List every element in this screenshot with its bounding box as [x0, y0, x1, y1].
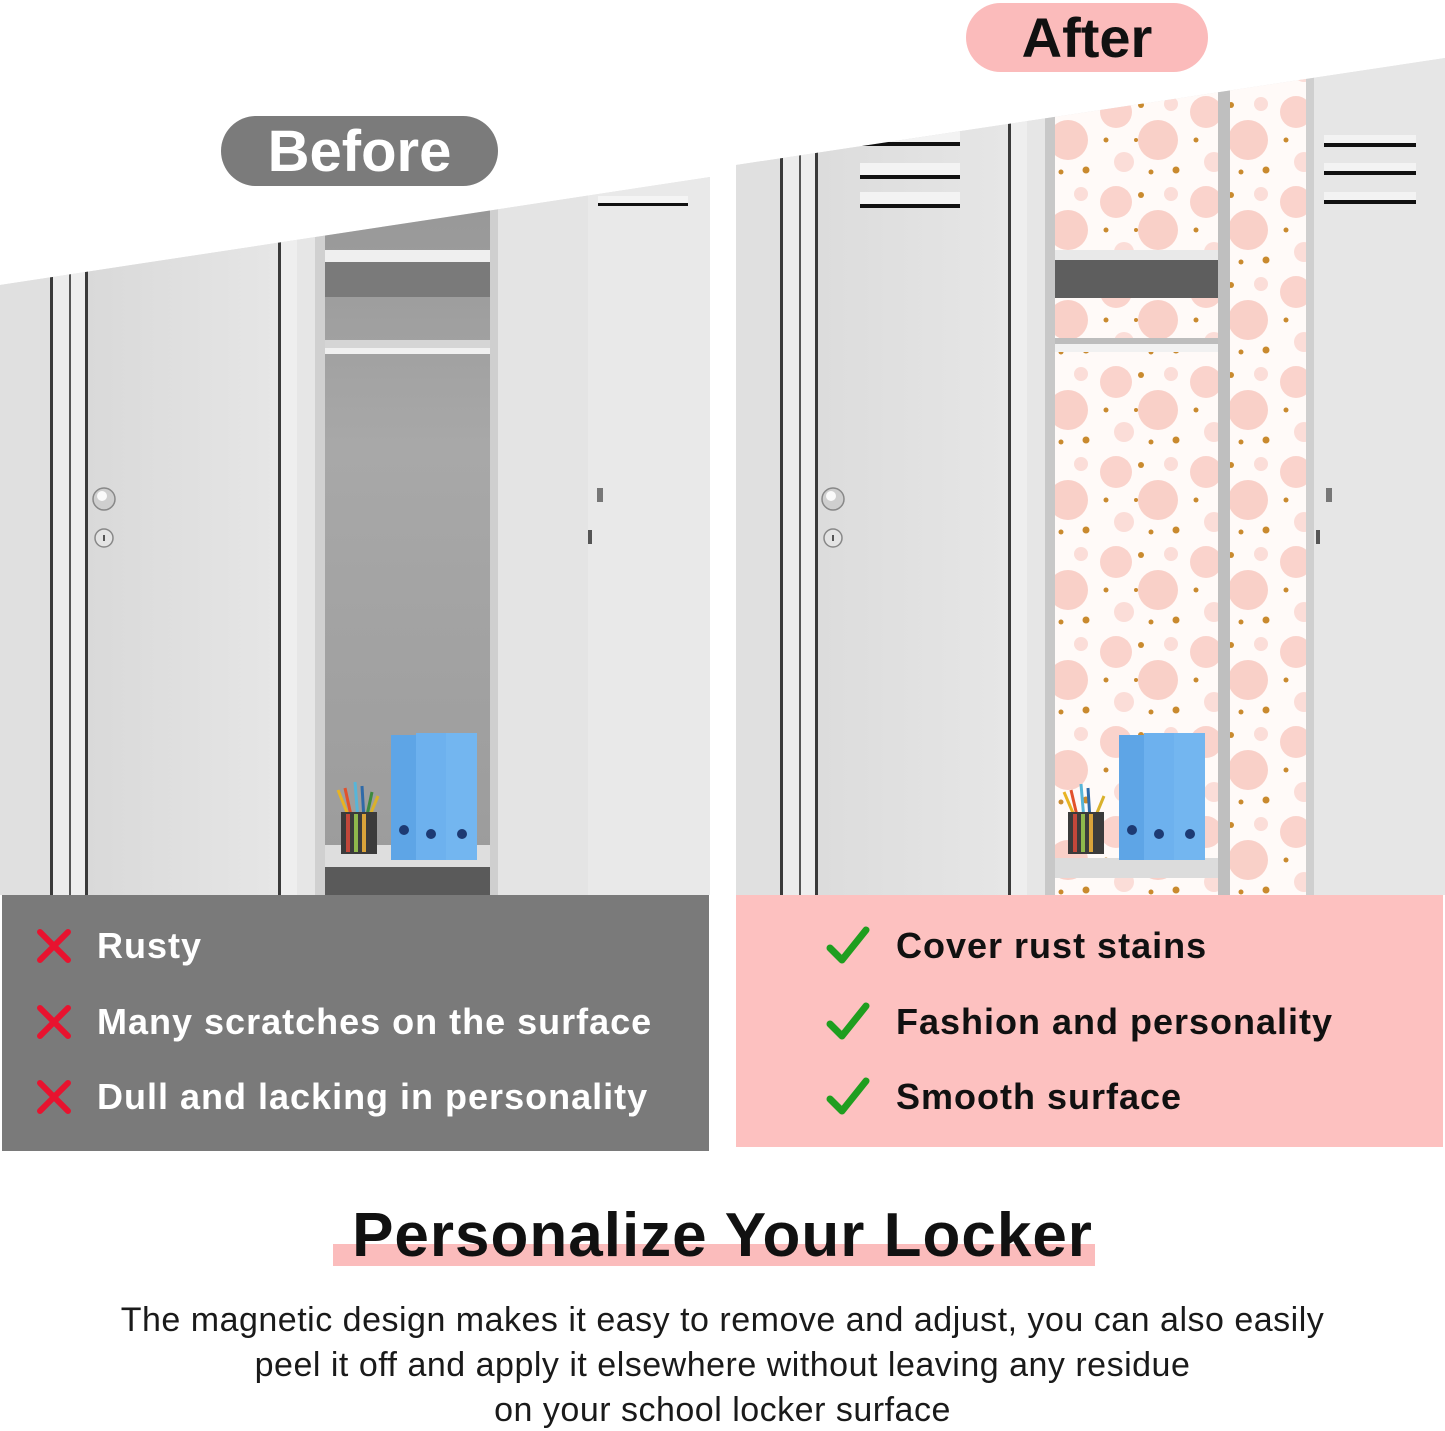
before-features-box: Rusty Many scratches on the surface Dull… [2, 895, 709, 1151]
x-mark-icon [37, 1005, 71, 1039]
before-feature-item: Rusty [34, 921, 202, 971]
after-features-box: Cover rust stains Fashion and personalit… [736, 895, 1443, 1147]
after-locker-photo: After [736, 0, 1445, 895]
before-feature-item: Dull and lacking in personality [34, 1072, 648, 1122]
x-mark-icon [37, 929, 71, 963]
check-mark-icon [826, 926, 870, 964]
before-feature-label: Many scratches on the surface [97, 1001, 653, 1042]
check-mark-icon [826, 1077, 870, 1115]
description-line: on your school locker surface [494, 1391, 951, 1429]
after-feature-item: Smooth surface [826, 1072, 1182, 1122]
after-feature-item: Cover rust stains [826, 921, 1207, 971]
before-locker-illustration [0, 177, 710, 895]
after-locker-illustration [736, 58, 1445, 895]
x-mark-icon [37, 1080, 71, 1114]
check-mark-icon [826, 1002, 870, 1040]
description-text: The magnetic design makes it easy to rem… [0, 1298, 1445, 1431]
headline-section: Personalize Your Locker [0, 1200, 1445, 1280]
after-feature-label: Cover rust stains [896, 925, 1208, 966]
binders-icon [1119, 733, 1205, 860]
before-badge: Before [221, 116, 498, 186]
pencil-cup-icon [1062, 783, 1106, 854]
headline-highlight [333, 1244, 1095, 1266]
binders-icon [391, 733, 477, 860]
after-feature-item: Fashion and personality [826, 997, 1333, 1047]
pencil-cup-icon [336, 781, 380, 854]
after-feature-label: Fashion and personality [896, 1001, 1334, 1042]
page-title: Personalize Your Locker [352, 1201, 1093, 1270]
description-line: The magnetic design makes it easy to rem… [120, 1301, 1325, 1339]
description-line: peel it off and apply it elsewhere witho… [254, 1346, 1191, 1384]
after-feature-label: Smooth surface [896, 1076, 1183, 1117]
before-feature-label: Dull and lacking in personality [97, 1076, 649, 1117]
before-feature-label: Rusty [97, 925, 203, 966]
before-locker-photo: Before [0, 0, 710, 895]
before-feature-item: Many scratches on the surface [34, 997, 652, 1047]
after-badge: After [966, 3, 1208, 72]
